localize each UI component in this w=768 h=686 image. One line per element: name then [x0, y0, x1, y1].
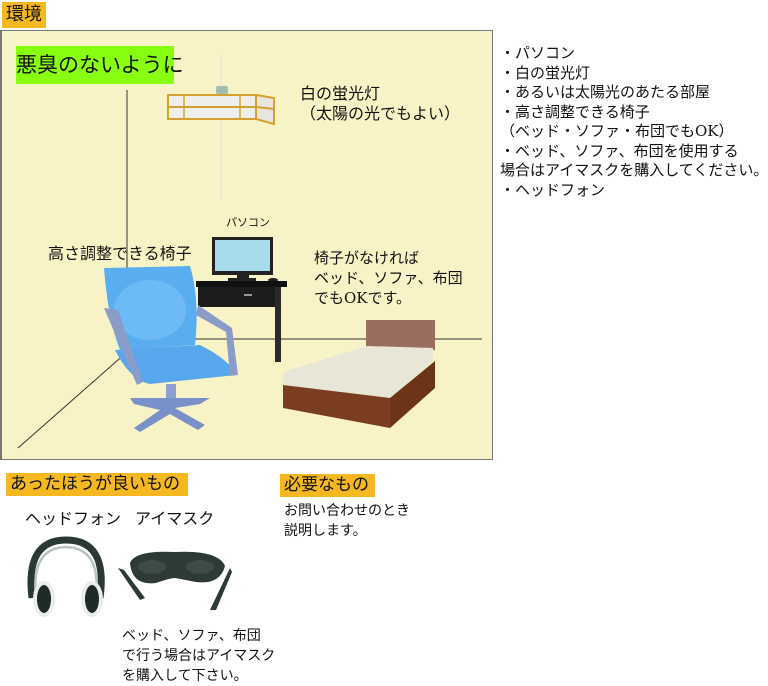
bed-note-line: ベッド、ソファ、布団	[314, 269, 463, 287]
checklist-item: ・パソコン	[500, 44, 576, 62]
required-text: お問い合わせのとき 説明します。	[284, 501, 410, 541]
office-chair-icon	[104, 266, 238, 432]
chair-label: 高さ調整できる椅子	[48, 244, 192, 263]
checklist-item: ・高さ調整できる椅子	[500, 102, 650, 121]
bed-note: 椅子がなければ ベッド、ソファ、布団 でもOKです。	[314, 248, 463, 308]
required-title: 必要なもの	[280, 474, 375, 497]
lamp-label-line: 白の蛍光灯	[300, 84, 381, 103]
checklist: ・パソコン ・白の蛍光灯 ・あるいは太陽光のあたる部屋 ・高さ調整できる椅子 （…	[500, 44, 768, 200]
checklist-item: （ベッド・ソファ・布団でもOK）	[500, 122, 734, 140]
eye-mask-icon	[118, 551, 232, 610]
item-eye-mask-label: アイマスク	[135, 509, 215, 528]
checklist-item: ・あるいは太陽光のあたる部屋	[500, 83, 711, 101]
item-headphones-label: ヘッドフォン	[25, 509, 122, 528]
eye-mask-note-line: を購入して下さい。	[122, 668, 248, 684]
ceiling-lamp-icon	[167, 55, 275, 200]
checklist-item: ・白の蛍光灯	[500, 63, 591, 82]
bed-icon	[283, 320, 435, 428]
lamp-label: 白の蛍光灯 （太陽の光でもよい）	[300, 84, 460, 124]
banner-no-odor: 悪臭のないように	[16, 46, 184, 84]
headphones-icon	[27, 536, 105, 617]
checklist-item: ・ベッド、ソファ、布団を使用する	[500, 141, 739, 160]
bed-note-line: でもOKです。	[314, 289, 412, 307]
bed-note-line: 椅子がなければ	[314, 249, 420, 267]
required-text-line: お問い合わせのとき	[284, 503, 410, 519]
desk-icon	[196, 281, 287, 362]
checklist-item: ・ヘッドフォン	[500, 180, 606, 199]
required-text-line: 説明します。	[284, 523, 367, 539]
section-title: 環境	[2, 2, 46, 28]
checklist-item: 場合はアイマスクを購入してください。	[500, 161, 768, 179]
lamp-label-line: （太陽の光でもよい）	[300, 104, 461, 123]
eye-mask-note: ベッド、ソファ、布団 で行う場合はアイマスク を購入して下さい。	[122, 626, 275, 686]
pc-label: パソコン	[226, 216, 270, 229]
eye-mask-note-line: ベッド、ソファ、布団	[122, 628, 261, 644]
eye-mask-note-line: で行う場合はアイマスク	[122, 648, 276, 664]
computer-monitor-icon	[212, 237, 278, 282]
nice-to-have-title: あったほうが良いもの	[6, 473, 188, 496]
